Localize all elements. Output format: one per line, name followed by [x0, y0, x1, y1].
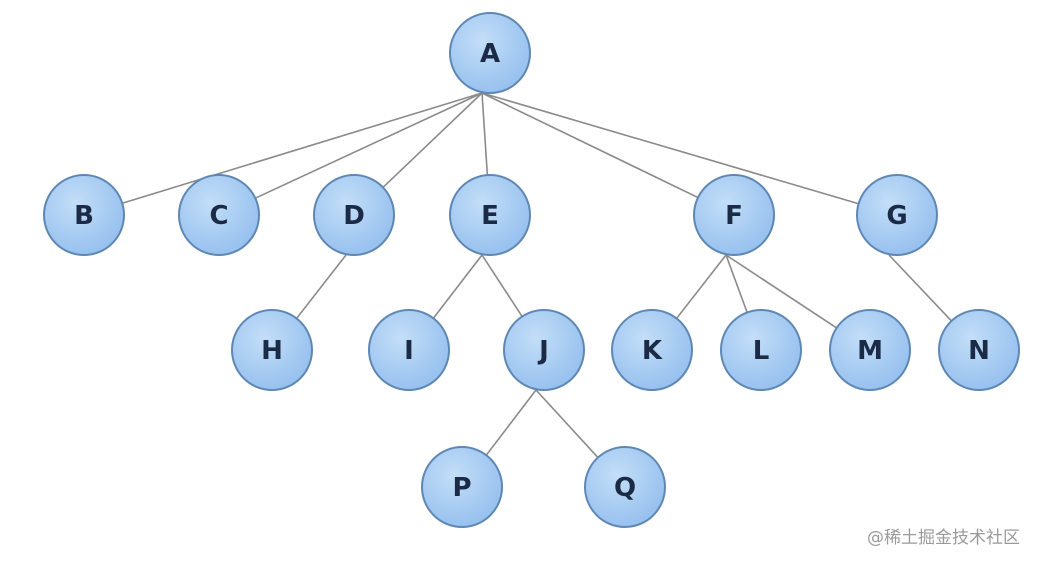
- node-circle: [693, 174, 775, 256]
- node-f: F: [693, 174, 775, 256]
- node-circle: [313, 174, 395, 256]
- node-layer: A B C D E F G H I J K L M N P Q: [43, 12, 1020, 528]
- node-label: C: [209, 201, 228, 231]
- node-j: J: [503, 309, 585, 391]
- edge-a-d: [382, 92, 483, 188]
- node-circle: [368, 309, 450, 391]
- edge-a-e: [481, 92, 489, 176]
- node-circle: [829, 309, 911, 391]
- node-k: K: [611, 309, 693, 391]
- node-m: M: [829, 309, 911, 391]
- node-h: H: [231, 309, 313, 391]
- node-label: F: [725, 201, 743, 231]
- node-circle: [449, 12, 531, 94]
- edge-e-i: [432, 254, 483, 319]
- edge-a-f: [481, 92, 699, 199]
- node-label: P: [452, 473, 471, 503]
- node-circle: [503, 309, 585, 391]
- node-label: J: [537, 336, 549, 366]
- node-i: I: [368, 309, 450, 391]
- node-g: G: [856, 174, 938, 256]
- node-q: Q: [584, 446, 666, 528]
- node-circle: [43, 174, 125, 256]
- node-label: H: [261, 336, 283, 366]
- node-label: Q: [614, 473, 636, 503]
- edge-g-n: [888, 254, 953, 322]
- node-l: L: [720, 309, 802, 391]
- node-label: B: [74, 201, 94, 231]
- node-e: E: [449, 174, 531, 256]
- edge-e-j: [481, 254, 523, 317]
- node-label: I: [404, 336, 414, 366]
- edge-a-g: [481, 92, 859, 205]
- node-a: A: [449, 12, 531, 94]
- edge-f-l: [725, 254, 748, 313]
- node-label: D: [343, 201, 365, 231]
- node-circle: [449, 174, 531, 256]
- edge-j-p: [485, 389, 537, 456]
- node-c: C: [178, 174, 260, 256]
- edge-j-q: [535, 389, 599, 459]
- edge-a-c: [254, 92, 483, 199]
- node-circle: [231, 309, 313, 391]
- edge-a-b: [122, 92, 483, 205]
- node-circle: [584, 446, 666, 528]
- node-label: K: [642, 336, 663, 366]
- node-label: G: [886, 201, 907, 231]
- node-circle: [938, 309, 1020, 391]
- node-label: E: [481, 201, 499, 231]
- node-label: N: [968, 336, 990, 366]
- edge-layer: [122, 92, 953, 459]
- node-circle: [178, 174, 260, 256]
- node-circle: [856, 174, 938, 256]
- edge-d-h: [295, 254, 347, 319]
- edge-f-k: [675, 254, 727, 319]
- edge-f-m: [725, 254, 838, 329]
- node-label: L: [753, 336, 770, 366]
- node-d: D: [313, 174, 395, 256]
- node-b: B: [43, 174, 125, 256]
- node-circle: [421, 446, 503, 528]
- node-circle: [720, 309, 802, 391]
- node-label: A: [480, 39, 500, 69]
- node-circle: [611, 309, 693, 391]
- node-label: M: [857, 336, 883, 366]
- node-n: N: [938, 309, 1020, 391]
- node-p: P: [421, 446, 503, 528]
- watermark-text: @稀土掘金技术社区: [867, 528, 1020, 548]
